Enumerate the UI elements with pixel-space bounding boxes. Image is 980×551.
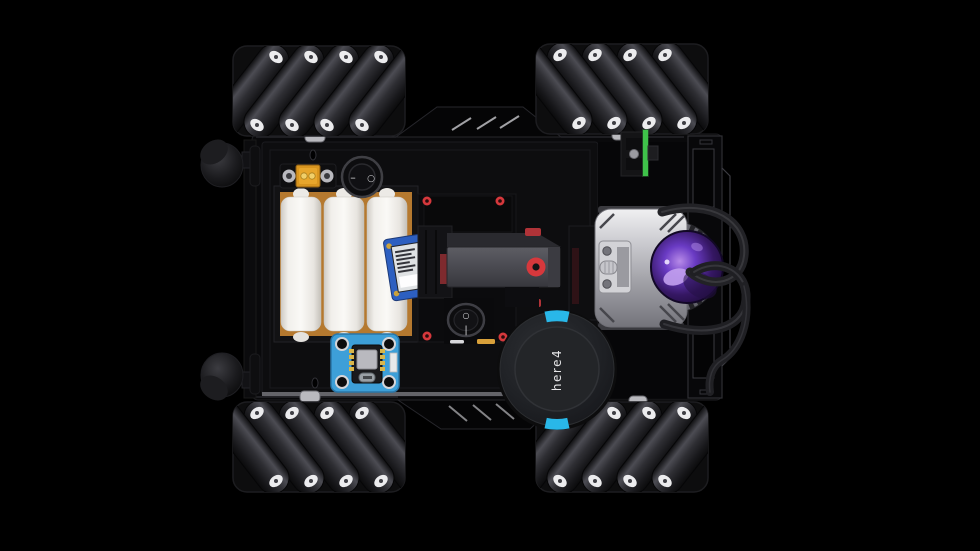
switch-off-symbol: – <box>350 171 356 184</box>
contact-pin <box>308 172 316 180</box>
bracket-screw <box>602 246 612 256</box>
antenna-bracket-green <box>620 129 659 177</box>
bracket-slot <box>617 247 629 287</box>
battery-cell-1 <box>280 196 322 332</box>
motor-block-top <box>447 233 561 247</box>
mecanum-wheel-bottom-left <box>203 394 436 500</box>
aux-switch-on-symbol: | <box>464 325 467 336</box>
vent-slashes-bottom <box>448 403 515 422</box>
yellow-marker <box>477 339 495 344</box>
board-screw <box>335 337 349 351</box>
cyan-tab-top <box>544 310 570 323</box>
motor-block-cap <box>548 247 560 287</box>
gps-puck-label: here4 <box>550 349 564 391</box>
handle-cap <box>200 139 228 165</box>
rear-handle-bottom <box>200 352 261 401</box>
camera-rib-stripes <box>599 213 685 323</box>
puck-inner-disc <box>514 326 600 412</box>
switch-on-symbol: ○ <box>367 174 375 184</box>
red-tab <box>525 228 541 236</box>
aux-switch-off-symbol: ○ <box>463 311 470 320</box>
keyhole-slot-bottom <box>311 377 319 389</box>
white-marker <box>450 340 464 344</box>
xt30-power-connector <box>279 163 337 189</box>
cyan-tab-bottom <box>544 417 570 430</box>
lens-reflection <box>691 242 703 252</box>
lens-reflection <box>663 268 689 286</box>
main-power-rocker-switch: – ○ <box>340 155 384 199</box>
motor-connector <box>505 287 539 307</box>
green-strip <box>643 130 648 176</box>
deck-front-edge-highlight <box>262 392 598 396</box>
mecanum-wheel-top-left <box>203 38 436 144</box>
mcu-shield <box>356 349 378 370</box>
rear-bar <box>243 139 257 399</box>
bumper-notch <box>699 139 713 145</box>
cell-terminal <box>293 332 309 342</box>
board-screw <box>382 375 396 389</box>
mecanum-wheel-top-right <box>506 36 739 142</box>
contact-pin <box>300 172 308 180</box>
camera-cables <box>657 203 751 396</box>
rear-handle-top <box>200 139 261 188</box>
bracket-screw <box>629 149 639 159</box>
red-sliver <box>440 254 449 284</box>
lens-glint <box>664 259 670 265</box>
board-screw <box>382 337 396 351</box>
oled-highlight-block <box>398 273 422 288</box>
board-screw <box>335 375 349 389</box>
battery-pack <box>273 185 419 343</box>
motor-assembly <box>417 193 561 343</box>
battery-cell-2 <box>323 196 365 332</box>
aux-rocker-switch: ○ | <box>444 298 495 344</box>
pcb-screw <box>386 243 392 249</box>
handle-cap <box>200 375 228 401</box>
bracket-screw <box>602 279 612 289</box>
mcu-castellated-pads <box>349 349 385 371</box>
bracket-tab <box>647 145 659 161</box>
jst-connector <box>389 352 398 373</box>
axle-bottom-left <box>299 390 321 403</box>
vent-slashes-top <box>451 115 520 131</box>
mount-detail <box>572 248 579 304</box>
here4-gnss-puck: here4 <box>497 310 617 430</box>
top-vent-wedge <box>394 106 563 138</box>
oled-text-lines <box>394 248 416 274</box>
bumper-cutout-top <box>692 148 715 208</box>
keyhole-slot-top <box>309 149 317 161</box>
mcu-carrier-board <box>330 333 400 393</box>
